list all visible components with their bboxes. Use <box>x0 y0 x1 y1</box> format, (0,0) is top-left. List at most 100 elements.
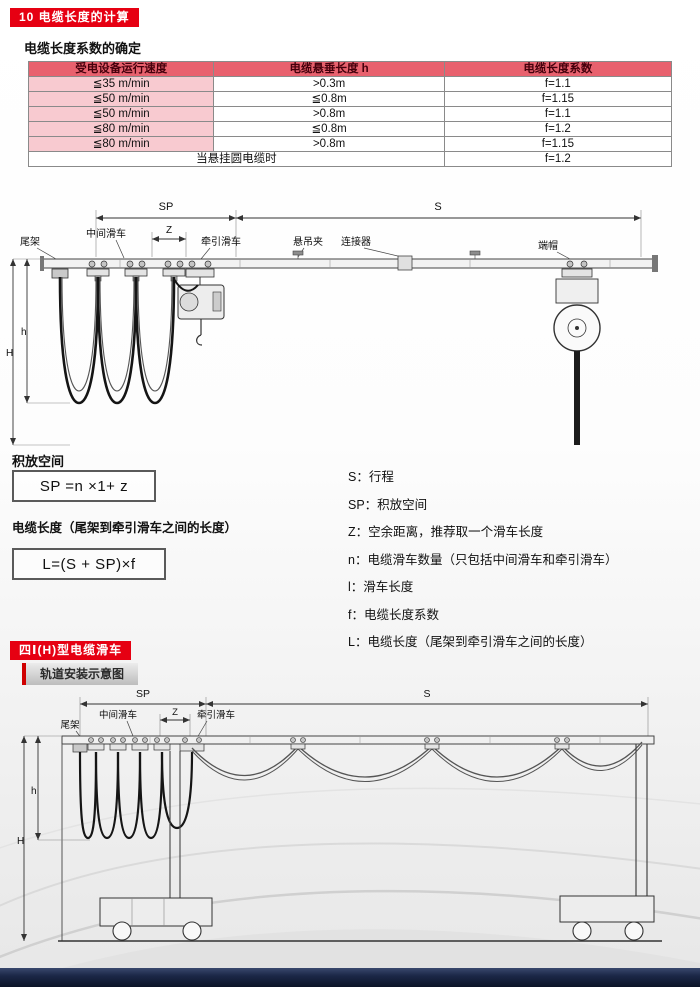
dimension-h <box>35 736 90 841</box>
label-towing-trolley: 牵引滑车 <box>201 235 241 248</box>
travelling-car <box>559 895 655 941</box>
festoon-loops <box>78 751 194 840</box>
table-cell: f=1.1 <box>443 106 673 122</box>
table-cell: ≦35 m/min <box>27 76 215 92</box>
label-middle-trolley: 中间滑车 <box>99 709 137 721</box>
leader-middle <box>115 239 125 259</box>
dim-label-sp: SP <box>159 201 174 213</box>
section2-sub-badge: 轨道安装示意图 <box>22 663 139 685</box>
col-header-sag: 电缆悬垂长度 h <box>213 61 445 77</box>
table-cell: 当悬挂圆电缆时 <box>28 151 445 167</box>
dimension-s <box>206 697 649 736</box>
section1-badge: 10 电缆长度的计算 <box>10 8 139 27</box>
dim-label-h: h <box>31 786 37 797</box>
dimension-s <box>236 210 642 257</box>
dimension-z <box>151 232 187 257</box>
table-row: ≦50 m/min >0.8m f=1.1 <box>27 106 673 122</box>
dim-label-z: Z <box>166 225 172 236</box>
table-cell: ≦0.8m <box>213 121 445 137</box>
leader-tail <box>36 247 57 260</box>
table-cell: f=1.15 <box>443 136 673 152</box>
dim-label-z: Z <box>172 707 178 718</box>
dimension-H <box>21 735 62 941</box>
legend-item: S：行程 <box>348 470 394 484</box>
dim-label-h: h <box>21 327 27 338</box>
hook <box>196 334 203 346</box>
label-towing-trolley: 牵引滑车 <box>197 709 235 721</box>
table-row: ≦35 m/min >0.3m f=1.1 <box>27 76 673 92</box>
tail-bracket <box>51 268 69 279</box>
table-cell: f=1.15 <box>443 91 673 107</box>
dimension-H <box>10 258 70 446</box>
leader-connector <box>363 247 403 258</box>
end-cap-part <box>652 255 658 272</box>
table-cell: >0.8m <box>213 106 445 122</box>
rail-installation-diagram: SP S Z 尾架 中间滑车 牵引滑车 <box>17 688 662 942</box>
table-row: ≦50 m/min ≦0.8m f=1.15 <box>27 91 673 107</box>
label-tail-bracket: 尾架 <box>20 236 40 248</box>
legend-item: l：滑车长度 <box>348 580 414 594</box>
dim-label-s: S <box>423 688 430 700</box>
sp-formula-box: SP =n ×1+ z <box>12 470 156 502</box>
table-header-row: 受电设备运行速度 电缆悬垂长度 h 电缆长度系数 <box>27 61 673 77</box>
electric-hoist <box>177 277 225 346</box>
dimension-z <box>159 714 191 736</box>
leader-endcap <box>556 251 571 260</box>
table-cell: f=1.2 <box>443 151 673 167</box>
table-row: ≦80 m/min >0.8m f=1.15 <box>27 136 673 152</box>
label-connector: 连接器 <box>341 235 371 248</box>
festoon-system-diagram: SP S Z 尾架 中间滑车 牵引滑车 悬吊夹 连接器 端帽 <box>6 201 658 446</box>
tail-bracket <box>72 743 88 753</box>
vertical-bar <box>574 351 580 445</box>
table-cell: ≦50 m/min <box>27 106 215 122</box>
end-carrier-hoist <box>553 260 601 445</box>
cable-length-title: 电缆长度（尾架到牵引滑车之间的长度） <box>12 521 238 535</box>
table-row: ≦80 m/min ≦0.8m f=1.2 <box>27 121 673 137</box>
table-cell: f=1.2 <box>443 121 673 137</box>
connector-box <box>397 255 413 271</box>
table-cell: f=1.1 <box>443 76 673 92</box>
length-formula-box: L=(S + SP)×f <box>12 548 166 580</box>
right-column <box>635 744 648 898</box>
table-cell: ≦0.8m <box>213 91 445 107</box>
dim-label-s: S <box>434 201 441 213</box>
label-tail-bracket: 尾架 <box>60 720 80 731</box>
c-track-rail <box>40 255 658 272</box>
cable-coefficient-table: 受电设备运行速度 电缆悬垂长度 h 电缆长度系数 ≦35 m/min >0.3m… <box>27 61 673 167</box>
col-header-speed: 受电设备运行速度 <box>27 61 215 77</box>
festoon-loops <box>58 276 199 405</box>
base-machine <box>99 897 213 941</box>
table-footer-row: 当悬挂圆电缆时 f=1.2 <box>28 151 673 167</box>
catenary-cables <box>191 741 643 782</box>
symbol-legend: S：行程 SP：积放空间 Z：空余距离，推荐取一个滑车长度 n：电缆滑车数量（只… <box>348 466 693 659</box>
cable-hangers <box>290 737 570 750</box>
leader-middle <box>126 720 134 737</box>
legend-item: n：电缆滑车数量（只包括中间滑车和牵引滑车） <box>348 552 618 567</box>
dim-label-sp: SP <box>136 688 150 700</box>
label-middle-trolley: 中间滑车 <box>86 227 126 240</box>
footer-bar <box>0 968 700 987</box>
table-cell: ≦80 m/min <box>27 121 215 137</box>
storage-space-title: 积放空间 <box>12 454 65 469</box>
table-cell: ≦80 m/min <box>27 136 215 152</box>
dim-label-H: H <box>17 836 24 847</box>
leader-towing <box>196 720 208 739</box>
dim-label-H: H <box>6 348 13 359</box>
leader-towing <box>200 247 211 260</box>
legend-item: L：电缆长度（尾架到牵引滑车之间的长度） <box>348 635 593 649</box>
table-cell: ≦50 m/min <box>27 91 215 107</box>
dimension-h <box>24 259 70 404</box>
c-track-rail <box>61 735 655 745</box>
towing-trolley <box>179 737 205 752</box>
hoist-ropes <box>169 751 181 898</box>
col-header-coef: 电缆长度系数 <box>443 61 673 77</box>
table-cell: >0.3m <box>213 76 445 92</box>
legend-item: SP：积放空间 <box>348 497 428 512</box>
suspension-clamps <box>292 250 481 259</box>
legend-item: f：电缆长度系数 <box>348 607 439 622</box>
label-end-cap: 端帽 <box>538 239 558 252</box>
section2-badge: 四Ⅰ(H)型电缆滑车 <box>10 641 132 660</box>
section1-heading: 电缆长度系数的确定 <box>24 41 142 56</box>
table-cell: >0.8m <box>213 136 445 152</box>
